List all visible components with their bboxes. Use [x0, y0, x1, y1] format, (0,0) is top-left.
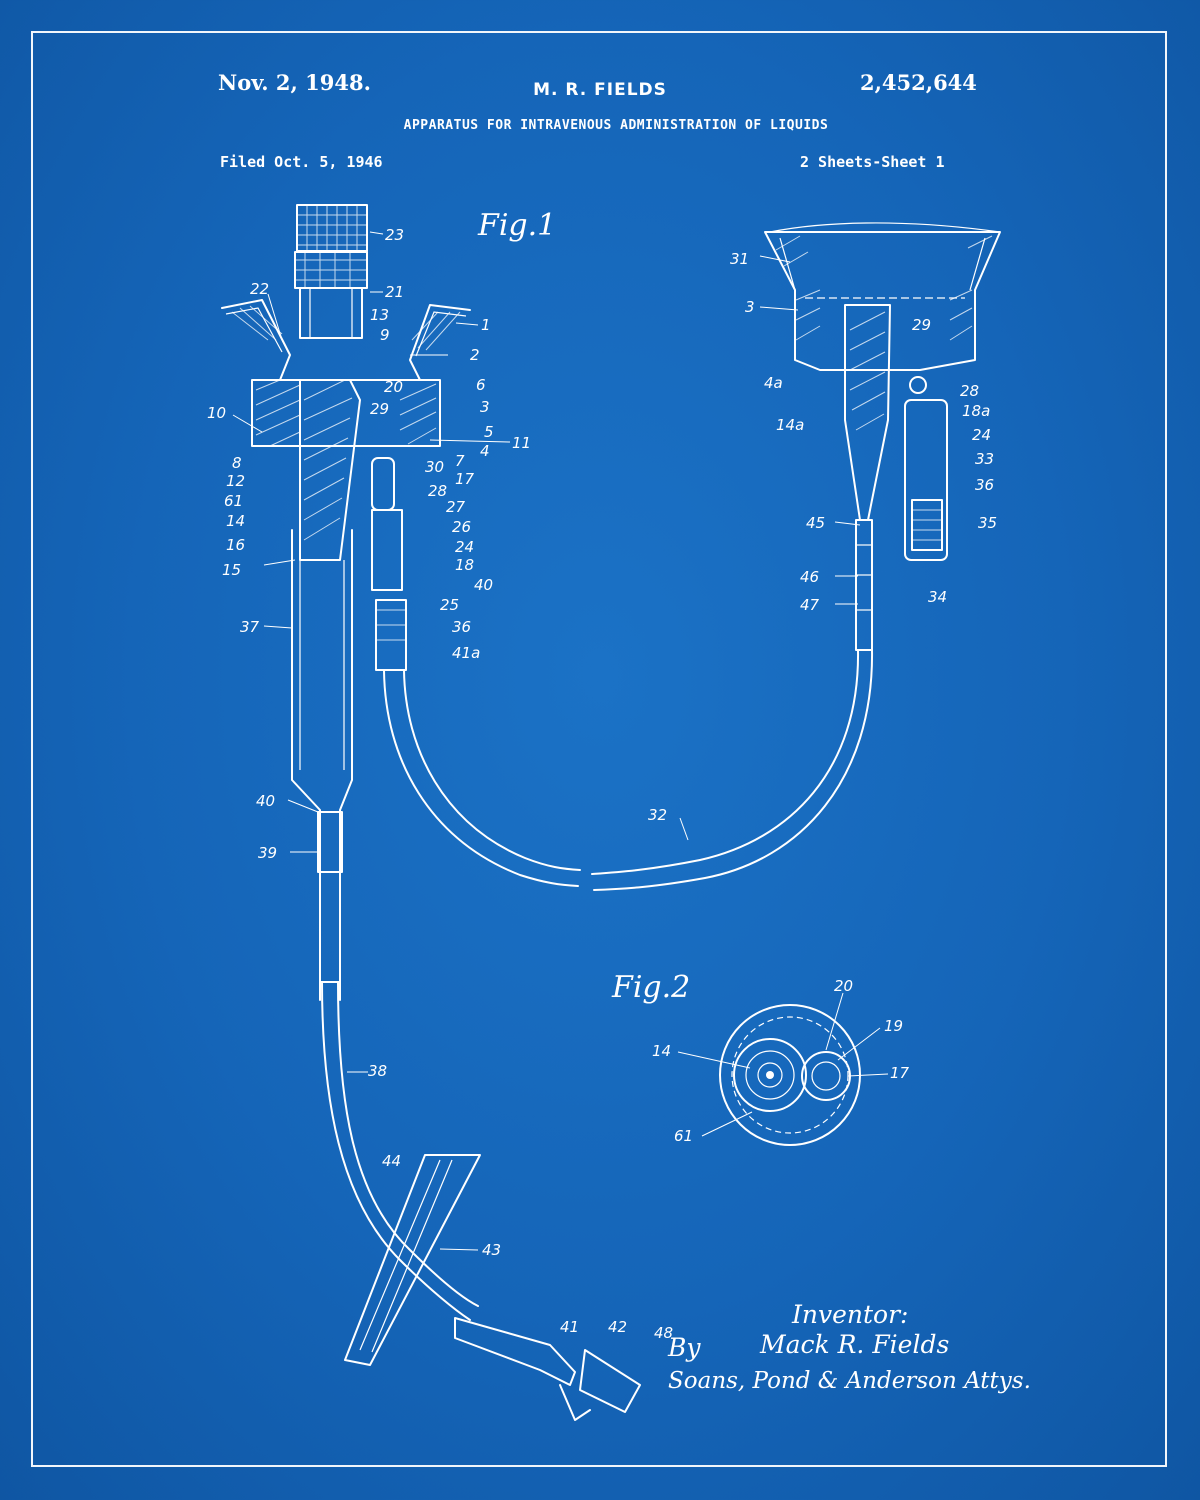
patent-number: 2,452,644 [860, 70, 977, 95]
ref-27: 27 [446, 498, 466, 516]
ref-48: 48 [654, 1324, 673, 1342]
leader-lines [232, 231, 889, 1251]
ref-3: 3 [480, 398, 490, 416]
ref-6: 6 [476, 376, 486, 394]
ref-20-fig2: 20 [834, 977, 853, 995]
ref-9: 9 [380, 326, 390, 344]
ref-5: 5 [484, 423, 494, 441]
ref-13: 13 [370, 306, 389, 324]
ref-34: 34 [928, 588, 947, 606]
ref-40: 40 [256, 792, 275, 810]
ref-61-fig2: 61 [674, 1127, 693, 1145]
ref-42: 42 [608, 1318, 627, 1336]
ref-4: 4 [480, 442, 490, 460]
inventor-name: Mack R. Fields [760, 1330, 950, 1359]
ref-18a: 18a [962, 402, 990, 420]
reference-numerals: 23 21 22 13 9 1 2 20 6 10 29 3 5 11 8 4 … [207, 226, 997, 1342]
ref-31: 31 [730, 250, 749, 268]
ref-61: 61 [224, 492, 243, 510]
ref-24-right: 24 [972, 426, 991, 444]
ref-14: 14 [226, 512, 245, 530]
ref-12: 12 [226, 472, 245, 490]
inventor-header: M. R. FIELDS [533, 80, 667, 100]
ref-28-right: 28 [960, 382, 979, 400]
ref-7: 7 [455, 452, 465, 470]
ref-28: 28 [428, 482, 447, 500]
ref-41: 41 [560, 1318, 579, 1336]
ref-15: 15 [222, 561, 241, 579]
ref-40-upper: 40 [474, 576, 493, 594]
ref-18: 18 [455, 556, 474, 574]
ref-23: 23 [385, 226, 404, 244]
ref-35: 35 [978, 514, 997, 532]
ref-47: 47 [800, 596, 820, 614]
ref-16: 16 [226, 536, 245, 554]
ref-8: 8 [232, 454, 242, 472]
ref-1: 1 [481, 316, 491, 334]
ref-46: 46 [800, 568, 819, 586]
ref-33: 33 [975, 450, 994, 468]
ref-17-fig2: 17 [890, 1064, 910, 1082]
fig1-drip-chamber-assembly [221, 204, 641, 1421]
ref-29-right: 29 [912, 316, 931, 334]
ref-41a: 41a [452, 644, 480, 662]
fig2-cross-section [719, 1004, 861, 1146]
ref-11: 11 [512, 434, 531, 452]
fig1-label: Fig.1 [478, 208, 557, 243]
ref-25: 25 [440, 596, 459, 614]
ref-36-right: 36 [975, 476, 994, 494]
fig2-label: Fig.2 [612, 970, 691, 1005]
ref-45: 45 [806, 514, 825, 532]
ref-14-fig2: 14 [652, 1042, 671, 1060]
ref-4a: 4a [764, 374, 783, 392]
ref-14a: 14a [776, 416, 804, 434]
ref-24: 24 [455, 538, 474, 556]
ref-43: 43 [482, 1241, 501, 1259]
ref-29: 29 [370, 400, 389, 418]
ref-10: 10 [207, 404, 226, 422]
ref-3-right: 3 [745, 298, 755, 316]
ref-26: 26 [452, 518, 471, 536]
ref-20: 20 [384, 378, 403, 396]
ref-37: 37 [240, 618, 260, 636]
patent-title: APPARATUS FOR INTRAVENOUS ADMINISTRATION… [403, 118, 829, 133]
ref-36: 36 [452, 618, 471, 636]
patent-date: Nov. 2, 1948. [218, 70, 371, 95]
inventor-heading: Inventor: [792, 1300, 909, 1329]
filed-date: Filed Oct. 5, 1946 [220, 153, 383, 171]
ref-19-fig2: 19 [884, 1017, 903, 1035]
ref-22: 22 [250, 280, 269, 298]
ref-44: 44 [382, 1152, 401, 1170]
ref-39: 39 [258, 844, 277, 862]
border-frame [31, 31, 1167, 1467]
ref-17: 17 [455, 470, 475, 488]
by-label: By [668, 1333, 701, 1362]
ref-30: 30 [425, 458, 444, 476]
sheet-count: 2 Sheets-Sheet 1 [800, 153, 945, 171]
ref-32: 32 [648, 806, 667, 824]
ref-21: 21 [385, 283, 404, 301]
ref-38: 38 [368, 1062, 387, 1080]
ref-2: 2 [470, 346, 480, 364]
attorneys-signature: Soans, Pond & Anderson Attys. [668, 1368, 1031, 1394]
fig1-right-connector-assembly [591, 222, 1001, 891]
